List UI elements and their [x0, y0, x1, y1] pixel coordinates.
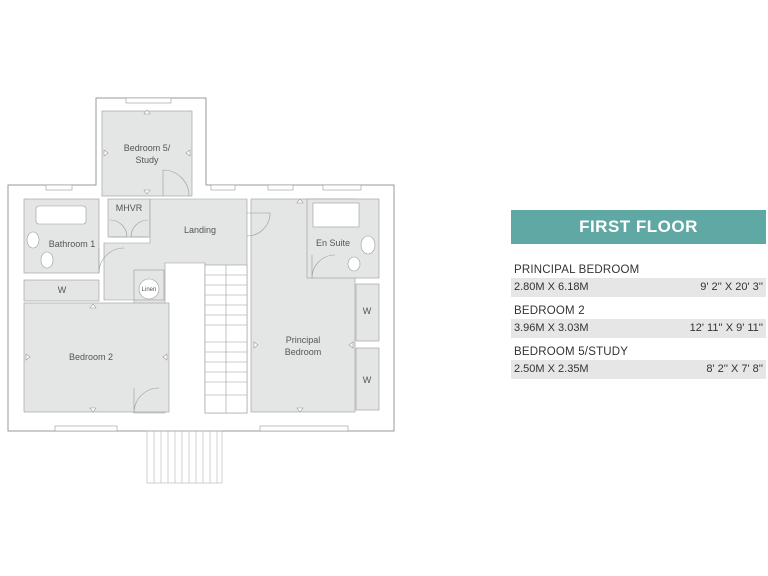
imperial-dimension: 12' 11'' X 9' 11'': [689, 322, 763, 334]
room-name: BEDROOM 2: [514, 305, 585, 317]
windows: [45, 97, 362, 432]
wardrobe-principal-1: [355, 283, 380, 342]
mhvr-label: MHVR: [116, 203, 143, 213]
room-dimensions: 3.96M X 3.03M 12' 11'' X 9' 11'': [511, 319, 766, 338]
basin-bathroom: [26, 231, 40, 249]
shower-ensuite: [312, 202, 360, 228]
linen-fixture: [138, 278, 160, 300]
metric-dimension: 3.96M X 3.03M: [514, 322, 589, 334]
bedroom5-room: [101, 110, 193, 197]
room-dimensions: 2.80M X 6.18M 9' 2'' X 20' 3'': [511, 278, 766, 297]
toilet-ensuite: [347, 256, 361, 272]
door-swings: [98, 169, 336, 414]
wardrobe-bedroom2-label: W: [58, 285, 67, 295]
ensuite-label: En Suite: [316, 238, 350, 248]
balcony-balustrade: [146, 430, 223, 484]
bathroom1-label: Bathroom 1: [49, 239, 96, 249]
basin-ensuite: [360, 235, 376, 255]
bedroom5-label-line2: Study: [135, 155, 159, 165]
floor-plan: Bedroom 5/ Study MHVR Landing En Suite B…: [7, 97, 395, 484]
wardrobe-principal-2: [355, 347, 380, 411]
metric-dimension: 2.50M X 2.35M: [514, 363, 589, 375]
floor-title: FIRST FLOOR: [511, 210, 766, 244]
measurement-markers: [25, 109, 354, 413]
room-name: PRINCIPAL BEDROOM: [514, 264, 640, 276]
room-dimensions: 2.50M X 2.35M 8' 2'' X 7' 8'': [511, 360, 766, 379]
bedroom2-label: Bedroom 2: [69, 352, 113, 362]
staircase: [204, 264, 248, 414]
metric-dimension: 2.80M X 6.18M: [514, 281, 589, 293]
principal-bedroom-label: Principal: [286, 335, 321, 345]
principal-bedroom-label-line2: Bedroom: [285, 347, 322, 357]
bedroom5-label: Bedroom 5/: [124, 143, 171, 153]
dimensions-panel: FIRST FLOOR PRINCIPAL BEDROOM 2.80M X 6.…: [511, 210, 766, 379]
wardrobe-principal-2-label: W: [363, 375, 372, 385]
imperial-dimension: 8' 2'' X 7' 8'': [706, 363, 763, 375]
bath-fixture: [35, 205, 87, 225]
landing-label: Landing: [184, 225, 216, 235]
imperial-dimension: 9' 2'' X 20' 3'': [700, 281, 763, 293]
wardrobe-principal-1-label: W: [363, 306, 372, 316]
wardrobe-bedroom2: [23, 279, 100, 302]
bedroom2-room: [23, 302, 170, 413]
room-name: BEDROOM 5/STUDY: [514, 346, 629, 358]
linen-label: Linen: [142, 287, 157, 293]
toilet-bathroom: [40, 251, 54, 269]
